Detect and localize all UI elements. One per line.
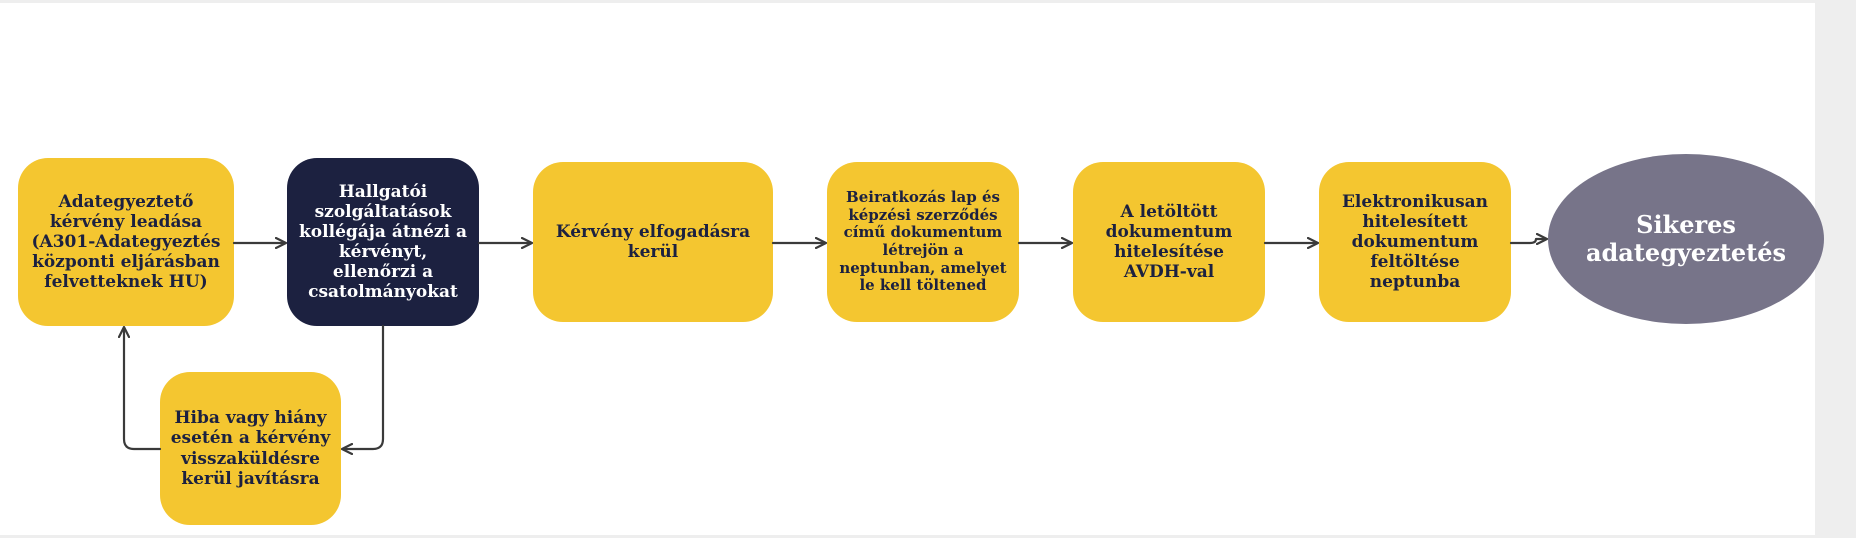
arrow-upload-to-success	[1509, 239, 1546, 243]
node-review-request-label: Hallgatói szolgáltatások kollégája átnéz…	[299, 181, 467, 303]
node-avdh-authentication: A letöltött dokumentum hitelesítése AVDH…	[1073, 162, 1265, 322]
node-error-return: Hiba vagy hiány esetén a kérvény visszak…	[160, 372, 341, 525]
node-upload-document-label: Elektronikusan hitelesített dokumentum f…	[1341, 191, 1489, 293]
node-enrollment-document: Beiratkozás lap és képzési szerződés cím…	[827, 162, 1019, 322]
node-request-accepted: Kérvény elfogadásra kerül	[533, 162, 773, 322]
node-submit-request: Adategyeztető kérvény leadása (A301-Adat…	[18, 158, 234, 326]
arrow-error-to-submit	[124, 328, 162, 451]
flowchart-canvas: Adategyeztető kérvény leadása (A301-Adat…	[0, 3, 1824, 535]
node-error-return-label: Hiba vagy hiány esetén a kérvény visszak…	[170, 408, 331, 489]
node-request-accepted-label: Kérvény elfogadásra kerül	[555, 221, 751, 262]
node-success-label: Sikeres adategyeztetés	[1585, 210, 1787, 267]
arrow-review-to-error	[343, 324, 385, 449]
node-enrollment-document-label: Beiratkozás lap és képzési szerződés cím…	[839, 187, 1007, 295]
node-submit-request-label: Adategyeztető kérvény leadása (A301-Adat…	[31, 191, 221, 293]
node-review-request: Hallgatói szolgáltatások kollégája átnéz…	[287, 158, 479, 326]
node-upload-document: Elektronikusan hitelesített dokumentum f…	[1319, 162, 1511, 322]
node-avdh-authentication-label: A letöltött dokumentum hitelesítése AVDH…	[1105, 201, 1233, 283]
node-success: Sikeres adategyeztetés	[1548, 154, 1824, 324]
